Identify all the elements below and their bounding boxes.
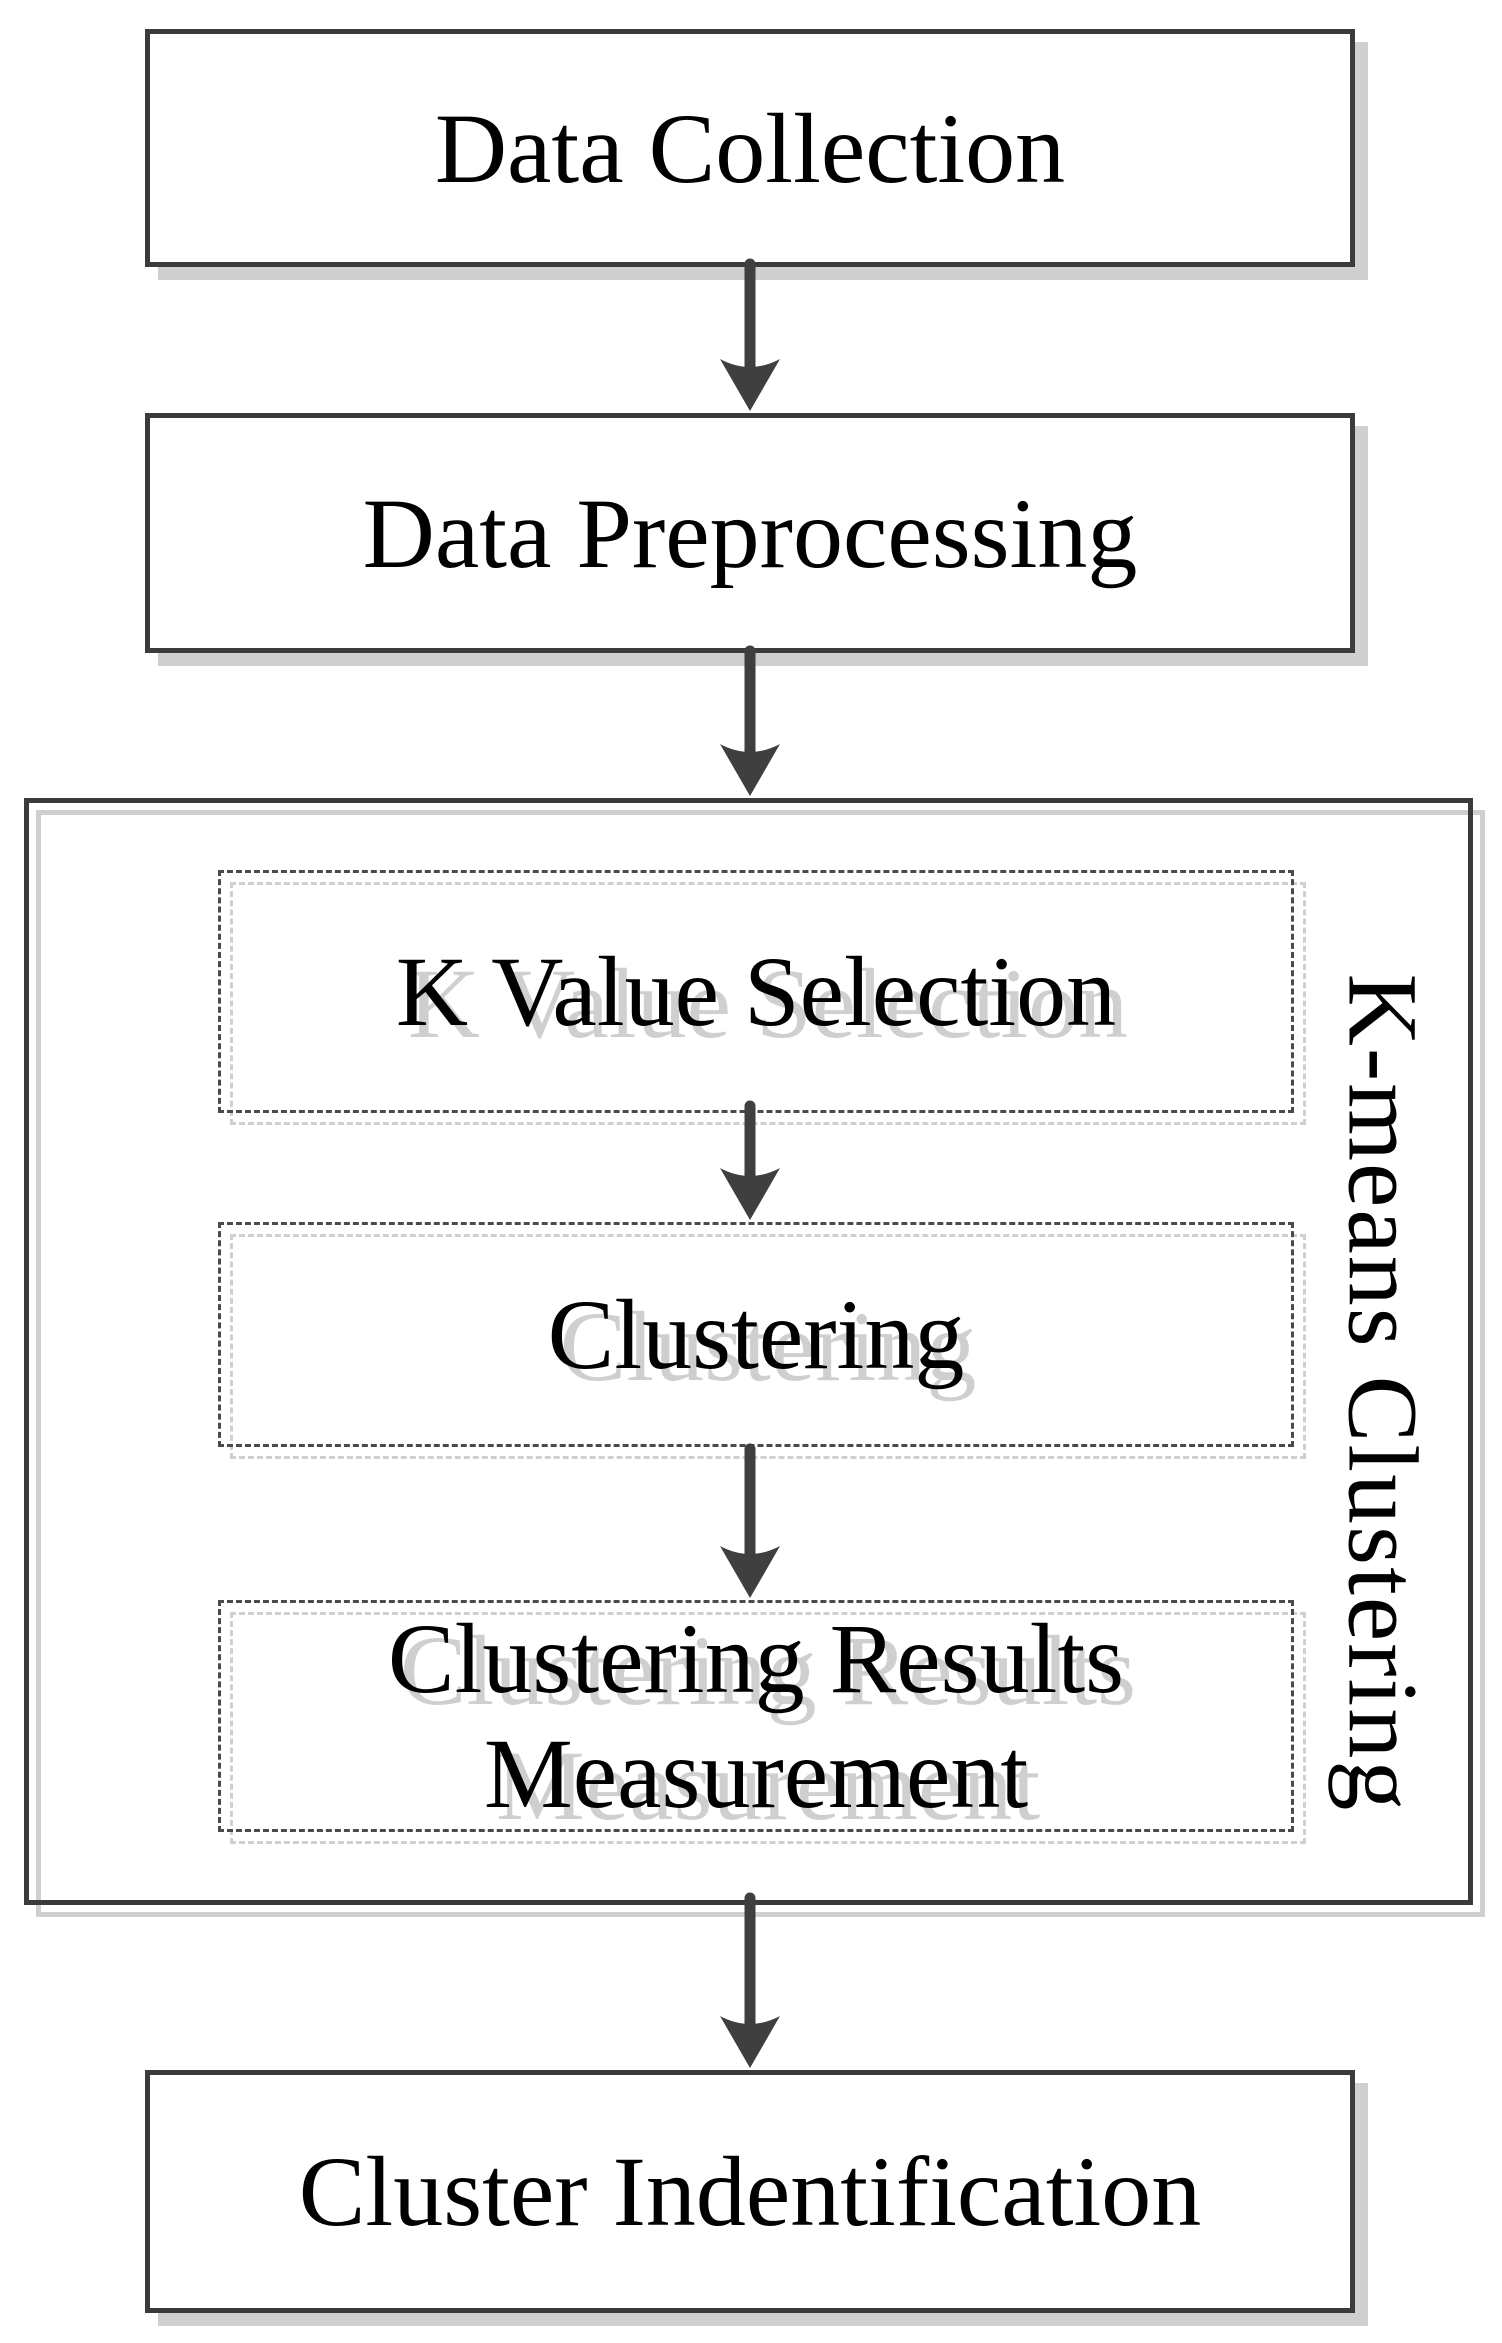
flow-node-label: Clustering Results Measurement — [387, 1603, 1125, 1829]
flow-node-label: Cluster Indentification — [298, 2136, 1202, 2247]
flow-node-label: Data Preprocessing — [362, 477, 1138, 589]
kmeans-group-label: K-means Clustering — [1327, 973, 1439, 1813]
flow-node-clustering-results-measurement: Clustering Results Measurement — [218, 1600, 1294, 1832]
flow-node-label: Clustering — [547, 1279, 965, 1390]
flow-arrow-down-4 — [720, 1443, 780, 1598]
flow-node-data-collection: Data Collection — [145, 29, 1355, 267]
flow-node-clustering: Clustering — [218, 1222, 1294, 1447]
flow-node-label: K Value Selection — [395, 936, 1117, 1047]
flow-node-data-preprocessing: Data Preprocessing — [145, 413, 1355, 653]
flow-arrow-down-2 — [720, 645, 780, 796]
flow-node-cluster-identification: Cluster Indentification — [145, 2070, 1355, 2313]
flow-node-k-value-selection: K Value Selection — [218, 870, 1294, 1113]
flow-arrow-down-5 — [720, 1892, 780, 2068]
flow-node-label: Data Collection — [434, 92, 1066, 204]
flow-arrow-down-3 — [720, 1100, 780, 1220]
flow-arrow-down-1 — [720, 258, 780, 411]
